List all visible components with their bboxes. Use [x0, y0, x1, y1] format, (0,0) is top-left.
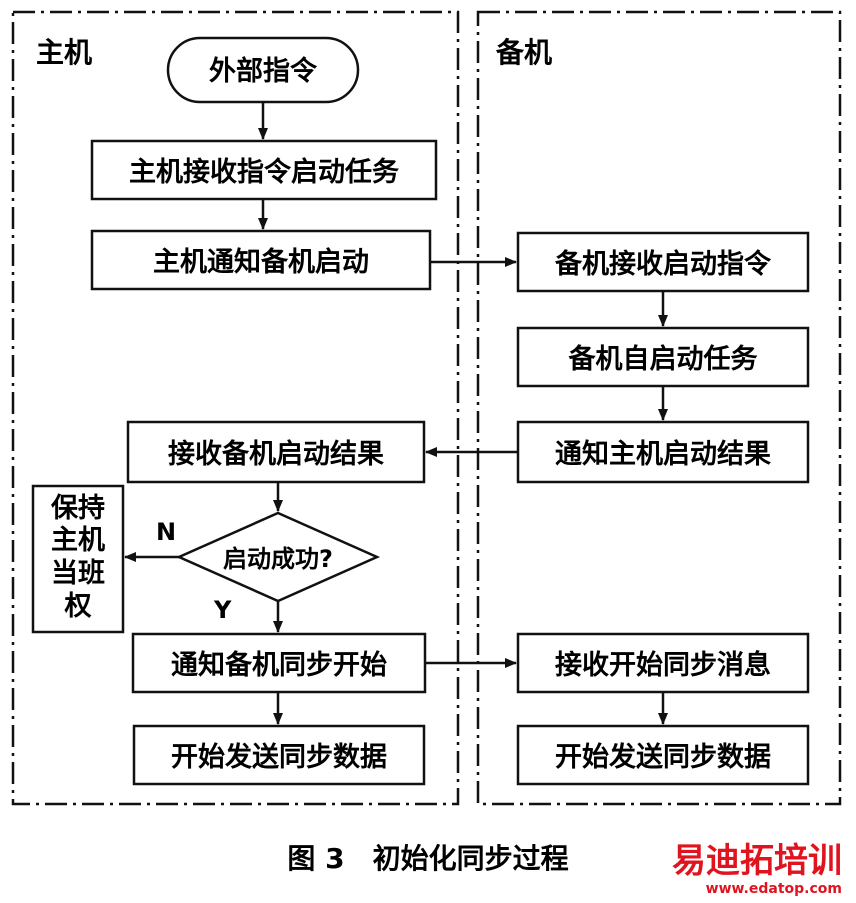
keep-duty-line-1: 保持 — [50, 493, 105, 524]
host-lane — [11, 10, 460, 806]
backup-send-data-label: 开始发送同步数据 — [555, 741, 771, 773]
backup-send-data-node — [516, 724, 810, 786]
backup-lane-label: 备机 — [495, 36, 552, 69]
host-receive-result-label: 接收备机启动结果 — [168, 439, 384, 470]
host-send-data-label: 开始发送同步数据 — [171, 741, 387, 773]
host-lane-label: 主机 — [36, 36, 92, 69]
keep-duty-line-2: 主机 — [51, 525, 105, 556]
host-send-data-node — [132, 724, 426, 786]
backup-notify-result-label: 通知主机启动结果 — [555, 439, 771, 470]
host-notify-sync-label: 通知备机同步开始 — [171, 649, 387, 681]
keep-duty-line-4: 权 — [64, 591, 92, 622]
backup-self-start-node — [516, 326, 810, 388]
host-notify-backup-node — [90, 229, 432, 291]
watermark-logo: 易迪拓培训 — [672, 841, 842, 881]
backup-receive-cmd-label: 备机接收启动指令 — [554, 248, 772, 280]
decision-label: 启动成功? — [223, 545, 333, 573]
host-receive-result-node — [126, 420, 426, 484]
host-receive-start-label: 主机接收指令启动任务 — [129, 156, 399, 188]
external-command-label: 外部指令 — [209, 55, 318, 87]
host-notify-backup-label: 主机通知备机启动 — [153, 247, 369, 278]
host-receive-start-node — [90, 139, 438, 201]
branch-no-label: N — [156, 518, 176, 546]
keep-duty-node — [31, 484, 125, 634]
branch-yes-label: Y — [213, 596, 232, 624]
watermark-url: www.edatop.com — [706, 881, 842, 897]
figure-caption: 图 3 初始化同步过程 — [287, 842, 568, 875]
keep-duty-line-3: 当班 — [51, 558, 105, 589]
backup-lane — [476, 10, 842, 806]
backup-receive-sync-label: 接收开始同步消息 — [555, 649, 771, 681]
backup-self-start-label: 备机自启动任务 — [568, 343, 758, 375]
backup-receive-cmd-node — [516, 231, 810, 293]
